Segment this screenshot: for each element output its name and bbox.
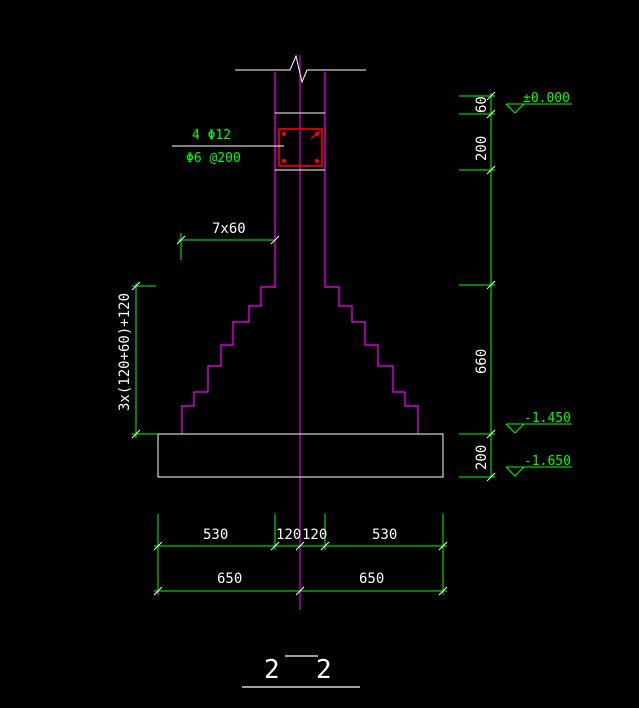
step-width-label: 7x60 [212, 221, 246, 237]
step-height-tick-bottom [131, 429, 141, 439]
dim-60-label: 60 [474, 96, 490, 113]
elevation-mid-label: -1.450 [524, 411, 571, 426]
bottom-dim-tick [295, 541, 305, 551]
bottom-dim-tick [153, 586, 163, 596]
right-dim-extensions [459, 95, 495, 478]
bottom-dim-tick [438, 541, 448, 551]
step-width-tick-left [176, 235, 186, 245]
dim-120-right-label: 120 [302, 527, 327, 543]
break-line [235, 54, 366, 84]
bottom-dim-row2-ticks [153, 586, 448, 596]
dim-650-left-label: 650 [217, 571, 242, 587]
right-dim-tick [486, 429, 496, 439]
stepped-footing-right [324, 285, 419, 434]
right-dim-tick [486, 91, 496, 101]
elevation-triangle [505, 466, 525, 477]
dim-530-left-label: 530 [203, 527, 228, 543]
section-title: 2 2 [242, 655, 360, 688]
bottom-dim-tick [270, 541, 280, 551]
stirrup-hook [310, 130, 321, 140]
right-dim-tick [486, 280, 496, 290]
right-dim-tick [486, 472, 496, 482]
dim-200-bottom-label: 200 [474, 445, 490, 470]
bottom-dim-tick [153, 541, 163, 551]
bottom-dim-row1-ticks [153, 541, 448, 551]
elevation-mark-top: ±0.000 [505, 91, 572, 114]
step-width-tick-right [270, 235, 280, 245]
right-dim-tick [486, 109, 496, 119]
elevation-triangle [505, 103, 525, 114]
step-height-tick-top [131, 281, 141, 291]
section-title-right: 2 [316, 655, 332, 685]
bottom-dim-tick [320, 541, 330, 551]
section-title-left: 2 [264, 655, 280, 685]
rebar-stirrup-label: Φ6 @200 [186, 151, 241, 166]
rebar-dot [282, 159, 286, 163]
dim-200-top-label: 200 [474, 136, 490, 161]
elevation-triangle [505, 423, 525, 434]
bottom-dim-tick [438, 586, 448, 596]
ring-beam-rebar-cage [278, 128, 323, 167]
elevation-mark-mid: -1.450 [505, 411, 572, 434]
stepped-footing-left [181, 285, 276, 434]
dim-120-left-label: 120 [276, 527, 301, 543]
dim-660-label: 660 [474, 349, 490, 374]
elevation-mark-bottom: -1.650 [505, 454, 572, 477]
right-dim-tick [486, 165, 496, 175]
rebar-dot [282, 132, 286, 136]
rebar-main-label: 4 Φ12 [192, 128, 231, 143]
cushion-base-slab [157, 433, 444, 478]
bottom-dim-extensions [157, 514, 444, 595]
elevation-bottom-label: -1.650 [524, 454, 571, 469]
right-dim-ticks [486, 91, 496, 482]
bottom-dim-tick [295, 586, 305, 596]
rebar-dot [315, 159, 319, 163]
dim-530-right-label: 530 [372, 527, 397, 543]
dim-650-right-label: 650 [359, 571, 384, 587]
elevation-top-label: ±0.000 [523, 91, 570, 106]
step-height-label: 3x(120+60)+120 [117, 293, 133, 411]
